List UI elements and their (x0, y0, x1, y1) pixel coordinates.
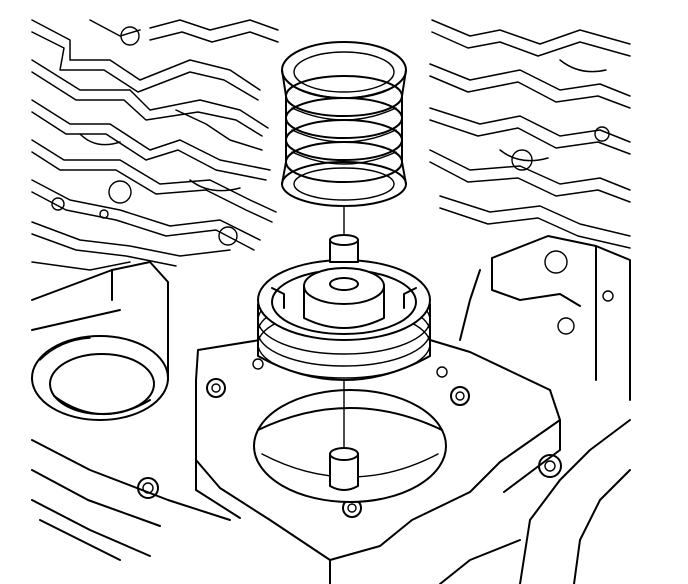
valve-body-passages-right (429, 19, 631, 335)
bore-pin (329, 379, 359, 491)
valve-body-passages-left (31, 19, 279, 271)
accumulator-piston (257, 234, 431, 381)
piston-bore (253, 389, 447, 503)
round-bore-left (31, 335, 169, 421)
